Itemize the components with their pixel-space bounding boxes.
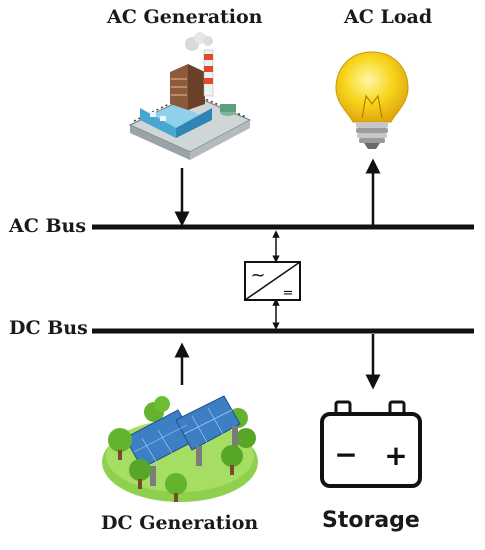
ac-load-label: AC Load	[344, 6, 433, 28]
battery-icon: − +	[320, 400, 422, 488]
converter-dc-symbol: =	[283, 286, 294, 301]
converter-ac-symbol: ~	[250, 265, 265, 286]
ac-generation-label: AC Generation	[107, 6, 263, 28]
solar-farm-icon	[102, 395, 258, 502]
ac-bus-label: AC Bus	[9, 215, 87, 237]
battery-minus-symbol: −	[334, 438, 357, 471]
storage-label: Storage	[322, 508, 420, 533]
dc-generation-label: DC Generation	[101, 512, 259, 534]
factory-icon	[128, 32, 252, 160]
ac-dc-converter-icon: ~ =	[244, 261, 301, 301]
dc-bus-label: DC Bus	[9, 317, 88, 339]
battery-plus-symbol: +	[384, 439, 407, 472]
light-bulb-icon	[335, 51, 409, 149]
